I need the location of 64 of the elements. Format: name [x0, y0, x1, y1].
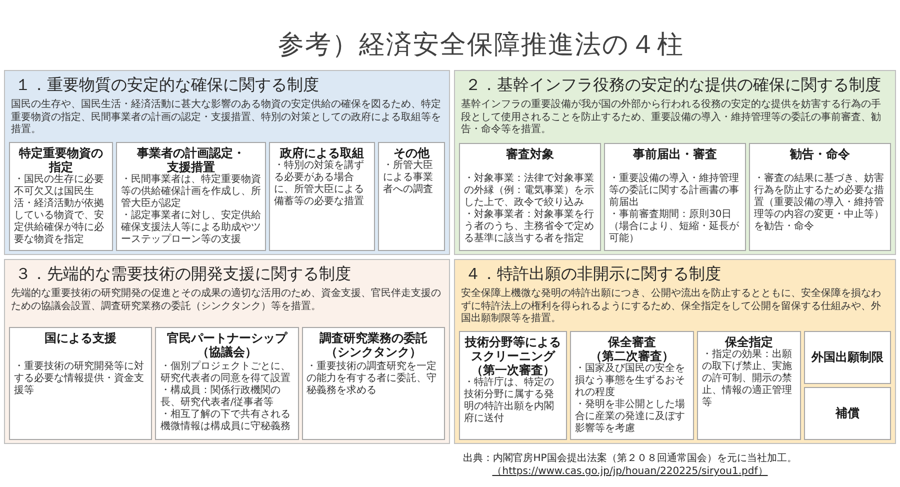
card-heading: 技術分野等によるスクリーニング（第一次審査）: [464, 334, 562, 376]
card-heading: 政府による取組: [278, 146, 365, 160]
measure-card: [804, 330, 891, 384]
measure-card: [116, 142, 266, 251]
measure-card: [604, 142, 746, 251]
bullet-text: ・個別プロジェクトごとに、研究代表者の同意を得て設置: [160, 361, 292, 384]
bullet-text: ・対象事業者：対象事業を行う者のうち、主務省令で定める基準に該当する者を指定: [464, 208, 595, 244]
bullet-text: ・重要技術の研究開発等に対する必要な情報提供・資金支援等: [14, 361, 145, 397]
bullet-text: ・国家及び国民の安全を損なう事態を生ずるおそれの程度: [575, 362, 686, 398]
measure-card: [155, 327, 299, 440]
bullet-text: ・相互了解の下で共有される機微情報は構成員に守秘義務: [160, 409, 292, 433]
bullet-text: ・対象事業：法律で対象事業の外縁（例：電気事業）を示した上で、政令で絞り込み: [464, 172, 595, 208]
measure-card: [459, 142, 601, 251]
bullet-text: ・発明を非公開とした場合に産業の発達に及ぼす影響等を考慮: [575, 398, 686, 434]
card-heading: 審査対象: [505, 146, 555, 162]
card-heading: 事前届出・審査: [632, 146, 718, 162]
card-heading: 事業者の計画認定・支援措置: [136, 146, 246, 174]
bullet-text: ・特別の対策を講ずる必要がある場合に、所管大臣による備蓄等の必要な措置: [274, 160, 365, 208]
section-panel: [454, 259, 896, 444]
section-description: 先端的な重要技術の研究開発の促進とその成果の適切な活用のため、資金支援、官民伴走支援のための協議会設置、調査研究業務の委託（シンクタンク）等を措置。: [10, 288, 442, 313]
section-heading: ２．基幹インフラ役務の安定的な提供の確保に関する制度: [464, 74, 882, 96]
bullet-text: ・国民の生存に必要不可欠又は国民生活・経済活動が依拠している物資で、安定供給確保が特に必要な物資を指定: [14, 174, 105, 246]
section-heading: ３．先端的な需要技術の開発支援に関する制度: [14, 263, 352, 285]
measure-card: [697, 330, 801, 440]
bullet-text: ・重要設備の導入・維持管理等の委託に関する計画書の事前届出: [609, 172, 740, 208]
card-heading: 国による支援: [44, 331, 118, 347]
section-description: 安全保障上機微な発明の特許出願につき、公開や流出を防止するとともに、安全保障を損なわずに特許法上の権利を得られるようにするため、保全指定をして公開を留保する仕組みや、外国出願制限等を措置。: [460, 288, 882, 326]
section-panel: [454, 70, 896, 255]
section-panel: [4, 70, 450, 255]
measure-card: [269, 142, 375, 251]
section-description: 国民の生存や、国民生活・経済活動に甚大な影響のある物資の安定供給の確保を図るため、特定重要物資の指定、民間事業者の計画の認定・支援措置、特別の対策としての政府による取組等を措置。: [10, 99, 442, 136]
card-heading: 補償: [834, 406, 860, 420]
measure-card: [749, 142, 891, 251]
measure-card: [9, 327, 152, 440]
section-heading: １．重要物質の安定的な確保に関する制度: [14, 74, 320, 96]
bullet-text: ・審査の結果に基づき、妨害行為を防止するため必要な措置（重要設備の導入・維持管理等の内容の変更・中止等）を勧告・命令: [754, 172, 885, 232]
source-note: 出典：内閣官房HP国会提出法案（第２０８回通常国会）を元に当社加工。: [463, 452, 797, 465]
source-link: （https://www.cas.go.jp/jp/houan/220225/siryou1.pdf）: [492, 465, 768, 478]
measure-card: [570, 330, 694, 440]
bullet-text: ・所管大臣による事業者への調査: [383, 160, 434, 196]
card-heading: 勧告・命令: [788, 146, 851, 162]
bullet-text: ・特許庁は、特定の技術分野に属する発明の特許出願を内閣府に送付: [464, 376, 555, 424]
measure-card: [378, 142, 445, 251]
measure-card: [459, 330, 567, 440]
bullet-text: ・認定事業者に対し、安定供給確保支援法人等による助成やツーステップローン等の支援: [121, 210, 261, 246]
bullet-text: ・重要技術の調査研究を一定の能力を有する者に委託、守秘義務を求める: [306, 361, 438, 397]
card-heading: 保全審査（第二次審査）: [589, 334, 675, 362]
bullet-text: ・民間事業者は、特定重要物資等の供給確保計画を作成し、所管大臣が認定: [121, 174, 261, 210]
card-heading: 官民パートナーシップ（協議会）: [166, 331, 288, 360]
card-heading: 外国出願制限: [810, 350, 884, 364]
measure-card: [804, 386, 891, 440]
bullet-text: ・事前審査期間：原則30日（場合により、短縮・延長が可能）: [609, 208, 740, 244]
measure-card: [9, 142, 113, 251]
section-panel: [4, 259, 450, 444]
bullet-text: ・構成員：関係行政機関の長、研究代表者/従事者等: [160, 385, 282, 408]
measure-card: [302, 327, 445, 440]
card-heading: 特定重要物資の指定: [18, 146, 104, 174]
card-heading: 保全指定: [724, 334, 774, 348]
card-heading: 調査研究業務の委託（シンクタンク）: [318, 331, 428, 360]
page-title: 参考）経済安全保障推進法の４柱: [278, 29, 684, 62]
section-heading: ４．特許出願の非開示に関する制度: [464, 263, 722, 285]
section-description: 基幹インフラの重要設備が我が国の外部から行われる役務の安定的な提供を妨害する行為の手段として使用されることを防止するため、重要設備の導入・維持管理等の委託の事前審査、勧告・命令等を措置。: [460, 99, 882, 136]
card-heading: その他: [392, 146, 430, 160]
bullet-text: ・指定の効果：出願の取下げ禁止、実施の許可制、開示の禁止、情報の適正管理等: [702, 348, 793, 408]
